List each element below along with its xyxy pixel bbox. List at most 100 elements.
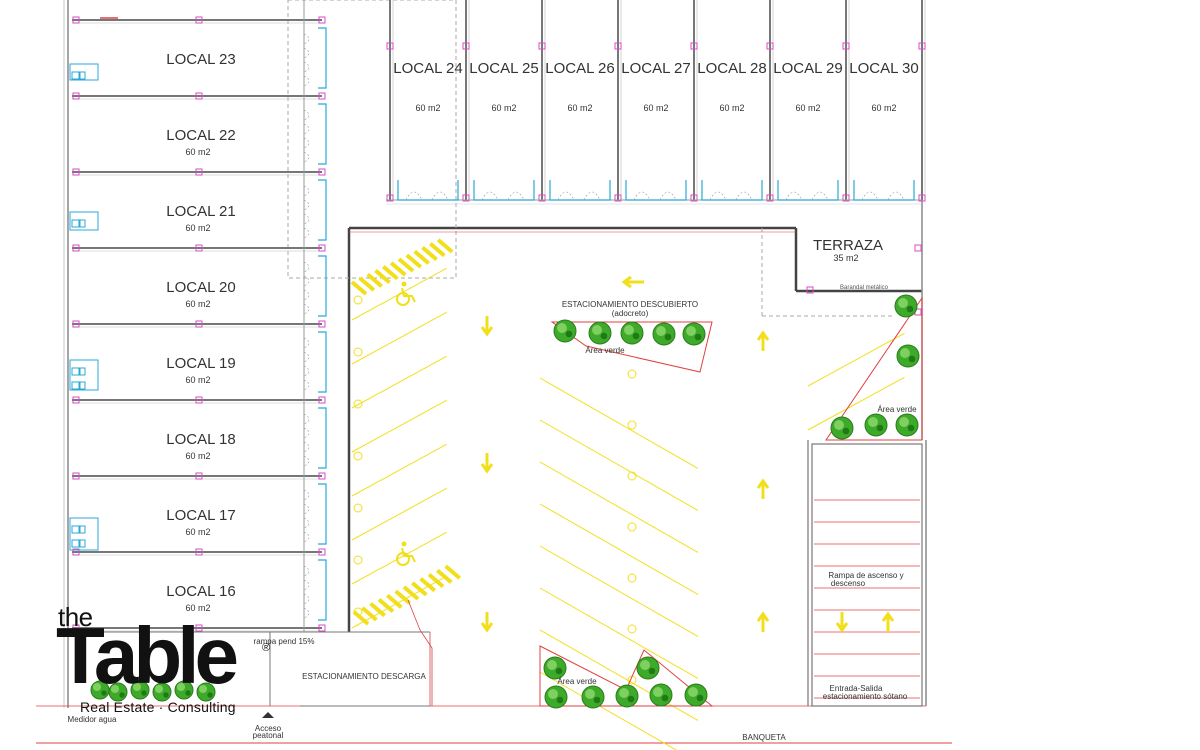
parking-stall-line xyxy=(539,671,678,750)
tree-shadow xyxy=(600,332,608,340)
tree-shadow xyxy=(101,690,107,696)
parking-stall-line xyxy=(539,461,699,553)
locale-area: 60 m2 xyxy=(643,103,668,113)
adocreto-label: (adocreto) xyxy=(612,309,649,318)
column-marker xyxy=(806,286,814,294)
column-marker xyxy=(318,472,326,480)
tree-icon xyxy=(830,416,854,440)
parking-stall-line xyxy=(807,376,905,431)
column-marker xyxy=(386,42,394,50)
tree-highlight xyxy=(898,298,908,308)
column-marker xyxy=(72,168,80,176)
tree-highlight xyxy=(585,689,595,699)
crosswalk-stripe xyxy=(352,610,370,626)
tree-icon xyxy=(543,656,567,680)
locale-label: LOCAL 29 xyxy=(773,60,843,77)
bathroom-outline xyxy=(69,211,99,231)
locale-label: LOCAL 28 xyxy=(697,60,767,77)
door-swing-arc xyxy=(303,517,310,529)
door-swing-arc xyxy=(303,593,310,605)
parking-stall-line xyxy=(539,587,699,679)
door-swing-arc xyxy=(303,579,310,591)
column-marker xyxy=(690,194,698,202)
crosswalk-stripe xyxy=(361,606,378,622)
toilet-icon xyxy=(71,539,80,548)
sink-icon xyxy=(79,381,86,390)
planter-outline xyxy=(825,296,923,441)
column-marker xyxy=(72,16,80,24)
locale-area: 60 m2 xyxy=(719,103,744,113)
tree-icon xyxy=(108,682,128,702)
door-swing-arc xyxy=(303,185,310,197)
locale-door xyxy=(318,559,327,621)
tree-icon xyxy=(90,680,110,700)
tree-highlight xyxy=(868,417,878,427)
locale-label: LOCAL 26 xyxy=(545,60,615,77)
locale-area: 60 m2 xyxy=(795,103,820,113)
tree-icon xyxy=(130,680,150,700)
door-swing-arc xyxy=(303,151,310,163)
direction-arrow-down xyxy=(835,612,849,633)
area-verde-label-1: Área verde xyxy=(585,346,625,355)
locale-area: 60 m2 xyxy=(185,527,210,537)
locale-label: LOCAL 16 xyxy=(166,583,236,600)
column-marker xyxy=(318,168,326,176)
tree-icon xyxy=(174,680,194,700)
direction-arrow-up xyxy=(756,478,770,499)
parking-stall-line xyxy=(807,332,905,387)
tree-shadow xyxy=(185,690,191,696)
parking-stall-line xyxy=(351,311,448,365)
area-verde-label-2: Área verde xyxy=(877,405,917,414)
tree-highlight xyxy=(176,682,186,692)
door-swing-arc xyxy=(303,503,310,515)
locale-area: 60 m2 xyxy=(185,603,210,613)
tree-shadow xyxy=(627,695,635,703)
locale-area: 60 m2 xyxy=(871,103,896,113)
bathroom-outline xyxy=(69,517,99,551)
tree-shadow xyxy=(908,355,916,363)
tree-shadow xyxy=(664,333,672,341)
crosswalk-stripe xyxy=(397,257,415,273)
bathroom-outline xyxy=(69,359,99,391)
stall-number-marker xyxy=(353,503,363,513)
column-marker xyxy=(195,16,203,24)
locale-door xyxy=(318,179,327,241)
door-swing-arc xyxy=(303,109,310,121)
door-swing-arc xyxy=(557,191,601,201)
column-marker xyxy=(72,244,80,252)
parking-stall-line xyxy=(351,443,448,497)
column-marker xyxy=(72,396,80,404)
tree-highlight xyxy=(688,687,698,697)
locale-door xyxy=(318,331,327,393)
tree-shadow xyxy=(694,333,702,341)
door-swing-arc xyxy=(633,191,677,201)
tree-icon xyxy=(649,683,673,707)
column-marker xyxy=(386,194,394,202)
tree-shadow xyxy=(648,667,656,675)
crosswalk-stripe xyxy=(411,581,428,597)
direction-arrow-down xyxy=(480,453,494,474)
tree-icon xyxy=(894,294,918,318)
sink-icon xyxy=(79,539,86,548)
column-marker xyxy=(195,472,203,480)
tree-icon xyxy=(553,319,577,343)
column-marker xyxy=(318,624,326,632)
parking-stall-line xyxy=(351,355,448,409)
door-swing-arc xyxy=(303,303,310,315)
tree-shadow xyxy=(555,667,563,675)
locale-area: 60 m2 xyxy=(185,299,210,309)
tree-shadow xyxy=(907,424,915,432)
stall-number-marker xyxy=(627,624,637,634)
parking-stall-line xyxy=(539,545,699,637)
crosswalk-stripe xyxy=(350,280,368,296)
stall-number-marker xyxy=(627,420,637,430)
toilet-icon xyxy=(71,367,80,376)
tree-shadow xyxy=(696,694,704,702)
locale-label: LOCAL 19 xyxy=(166,355,236,372)
tree-shadow xyxy=(207,692,213,698)
toilet-icon xyxy=(71,219,80,228)
rampa-label-1: Rampa de ascenso y xyxy=(828,571,903,580)
stall-number-marker xyxy=(627,471,637,481)
